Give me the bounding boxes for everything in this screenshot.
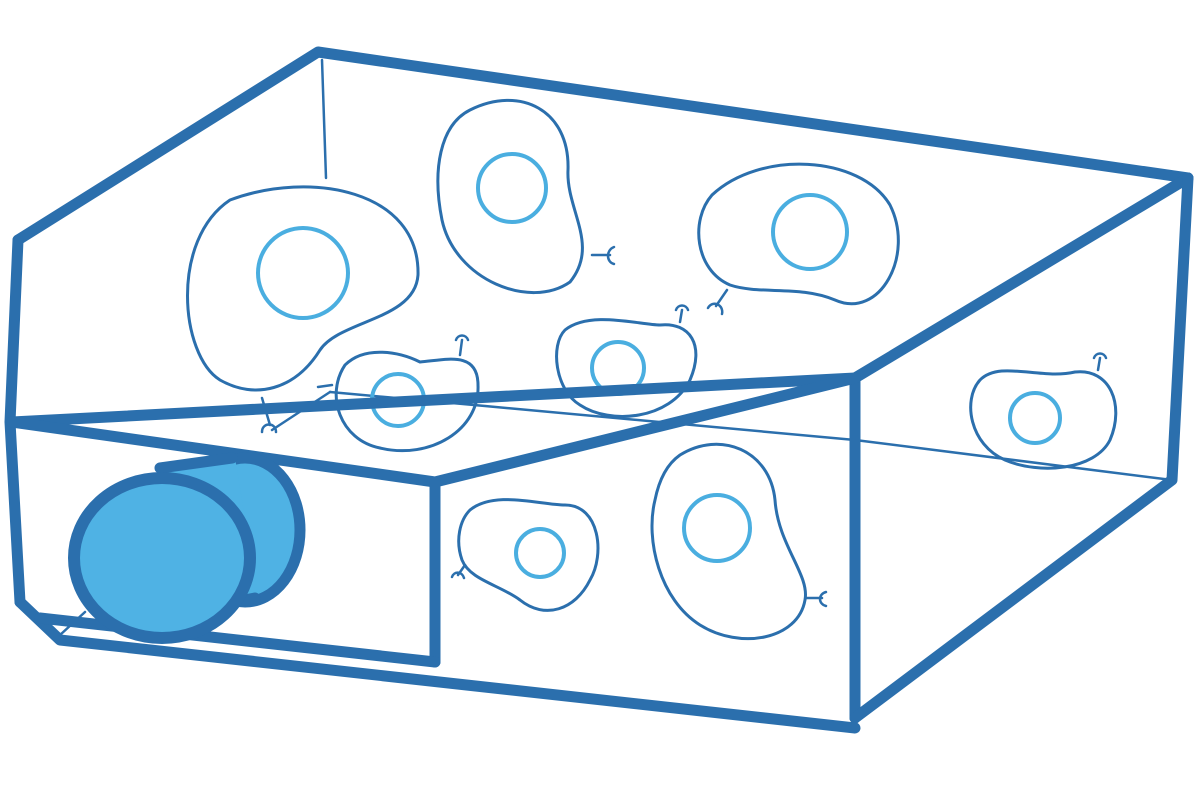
cap-icon bbox=[68, 452, 306, 644]
cell-right-wall bbox=[969, 352, 1118, 470]
cell-top-right bbox=[697, 162, 900, 316]
cell-front-left bbox=[450, 498, 600, 612]
cell-front-center bbox=[650, 442, 828, 641]
cells bbox=[186, 98, 1118, 641]
cell-mid-center bbox=[555, 304, 698, 418]
flask-icon bbox=[4, 46, 1194, 734]
cell-large-left bbox=[186, 185, 420, 434]
cell-top-center bbox=[436, 98, 616, 294]
